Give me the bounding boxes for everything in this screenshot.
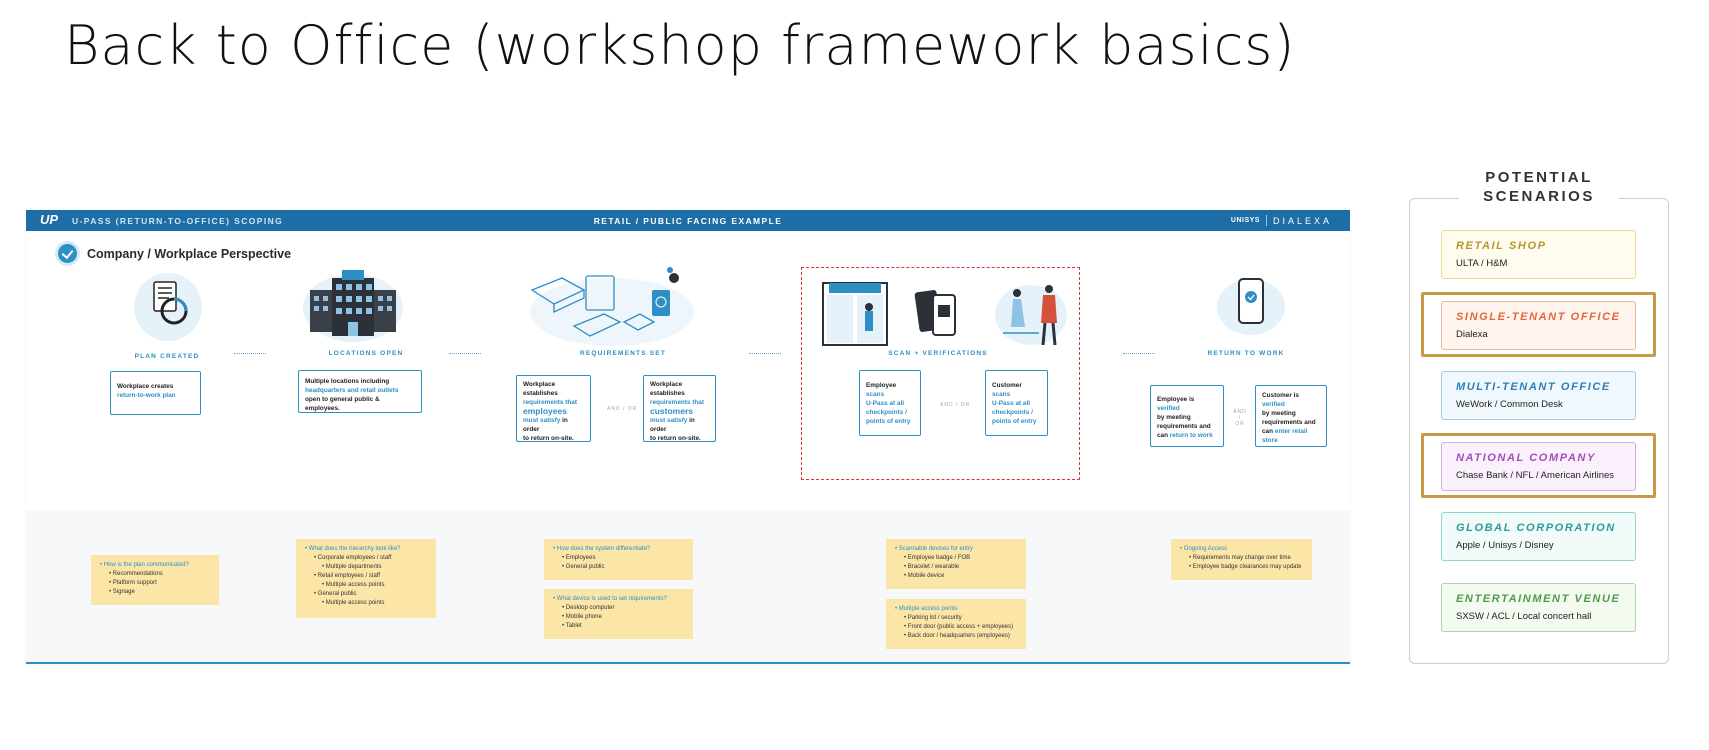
scenario-card[interactable]: GLOBAL CORPORATION Apple / Unisys / Disne… bbox=[1441, 512, 1636, 561]
and-or-label: AND / OR bbox=[940, 402, 971, 408]
box-requirements-employees: Workplace establishes requirements that … bbox=[516, 375, 591, 442]
note-plan-communicated: How is the plan communicated? Recommenda… bbox=[91, 555, 219, 605]
scenario-examples: Dialexa bbox=[1456, 329, 1488, 340]
stage-locations-open: LOCATIONS OPEN bbox=[328, 350, 404, 357]
scenario-name: ENTERTAINMENT VENUE bbox=[1456, 593, 1621, 605]
stage-return-to-work: RETURN TO WORK bbox=[1207, 350, 1285, 357]
stage-plan-created: PLAN CREATED bbox=[134, 353, 200, 360]
workflow-slide: UP U-PASS (RETURN-TO-OFFICE) SCOPING RET… bbox=[26, 210, 1350, 664]
scenario-name: NATIONAL COMPANY bbox=[1456, 452, 1596, 464]
perspective-heading: Company / Workplace Perspective bbox=[58, 244, 291, 263]
selected-scenario-frame bbox=[1421, 433, 1656, 498]
scenario-name: RETAIL SHOP bbox=[1456, 240, 1547, 252]
brand-logos: UNISYS DIALEXA bbox=[1231, 215, 1332, 226]
box-plan: Workplace creates return-to-work plan bbox=[110, 371, 201, 415]
connector bbox=[234, 353, 266, 354]
scenario-name: GLOBAL CORPORATION bbox=[1456, 522, 1616, 534]
selected-scenario-frame bbox=[1421, 292, 1656, 357]
scenario-name: SINGLE-TENANT OFFICE bbox=[1456, 311, 1621, 323]
scenario-card[interactable]: MULTI-TENANT OFFICE WeWork / Common Desk bbox=[1441, 371, 1636, 420]
devices-icon bbox=[530, 267, 694, 346]
scenario-examples: SXSW / ACL / Local concert hall bbox=[1456, 611, 1592, 622]
scenario-card[interactable]: NATIONAL COMPANY Chase Bank / NFL / Ameri… bbox=[1441, 442, 1636, 491]
note-system-differentiate: How does the system differentiate? Emplo… bbox=[544, 539, 693, 580]
box-locations: Multiple locations including headquarter… bbox=[298, 370, 422, 413]
scan-checkpoint-icon bbox=[822, 282, 1067, 346]
note-scannable-devices: Scannable devices for entry Employee bad… bbox=[886, 539, 1026, 589]
stage-requirements-set: REQUIREMENTS SET bbox=[579, 350, 667, 357]
stage-scan-verifications: SCAN + VERIFICATIONS bbox=[888, 350, 988, 357]
scenario-examples: WeWork / Common Desk bbox=[1456, 399, 1563, 410]
scenario-card[interactable]: ENTERTAINMENT VENUE SXSW / ACL / Local co… bbox=[1441, 583, 1636, 632]
perspective-label: Company / Workplace Perspective bbox=[87, 246, 292, 261]
scenario-card[interactable]: RETAIL SHOP ULTA / H&M bbox=[1441, 230, 1636, 279]
scenario-examples: Chase Bank / NFL / American Airlines bbox=[1456, 470, 1615, 481]
note-hierarchy: What does the hierarchy look like? Corpo… bbox=[296, 539, 436, 618]
scenario-examples: Apple / Unisys / Disney bbox=[1456, 540, 1554, 551]
slide-header: UP U-PASS (RETURN-TO-OFFICE) SCOPING RET… bbox=[26, 210, 1350, 231]
scenario-card[interactable]: SINGLE-TENANT OFFICE Dialexa bbox=[1441, 301, 1636, 350]
dialexa-logo: DIALEXA bbox=[1272, 215, 1332, 226]
box-return-customer: Customer is verified by meeting requirem… bbox=[1255, 385, 1327, 447]
notes-band bbox=[26, 510, 1350, 662]
slide-header-center: RETAIL / PUBLIC FACING EXAMPLE bbox=[593, 216, 783, 226]
note-access-points: Multiple access points Parking lot / sec… bbox=[886, 599, 1026, 649]
check-icon bbox=[58, 244, 77, 263]
office-buildings-icon bbox=[303, 270, 403, 342]
scenario-name: MULTI-TENANT OFFICE bbox=[1456, 381, 1611, 393]
and-or-label: AND / OR bbox=[607, 406, 638, 412]
connector bbox=[1123, 353, 1155, 354]
note-requirement-device: What device is used to set requirements?… bbox=[544, 589, 693, 639]
unisys-logo: UNISYS bbox=[1230, 217, 1260, 224]
mobile-check-icon bbox=[1217, 278, 1285, 335]
page-title: Back to Office (workshop framework basic… bbox=[64, 14, 1296, 77]
box-scan-customer: Customer scans U-Pass at all checkpoints… bbox=[985, 370, 1048, 436]
connector bbox=[449, 353, 481, 354]
upass-logo: UP bbox=[40, 212, 59, 227]
box-scan-employee: Employee scans U-Pass at all checkpoints… bbox=[859, 370, 921, 436]
slide-header-left: U-PASS (RETURN-TO-OFFICE) SCOPING bbox=[72, 216, 284, 226]
note-ongoing-access: Ongoing Access Requirements may change o… bbox=[1171, 539, 1312, 580]
focus-highlight-frame bbox=[801, 267, 1080, 480]
box-return-employee: Employee is verified by meeting requirem… bbox=[1150, 385, 1224, 447]
and-or-label: AND / OR bbox=[1233, 409, 1247, 427]
connector bbox=[749, 353, 781, 354]
scenario-examples: ULTA / H&M bbox=[1456, 258, 1508, 269]
box-requirements-customers: Workplace establishes requirements that … bbox=[643, 375, 716, 442]
plan-document-icon bbox=[134, 273, 202, 341]
